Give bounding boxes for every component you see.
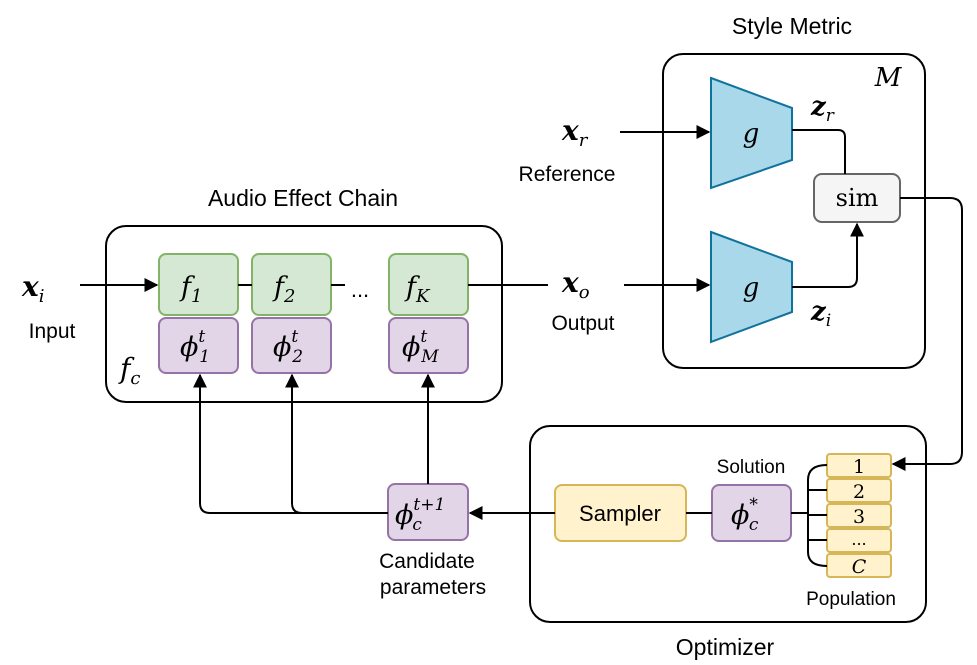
f-c-label: fc xyxy=(118,352,140,389)
effect-chain-container xyxy=(105,225,503,403)
effects-ellipsis: ... xyxy=(351,277,369,302)
x-i-label: xi xyxy=(21,270,44,307)
output-label: Output xyxy=(551,312,614,335)
param-block-m xyxy=(388,317,469,374)
style-metric-title: Style Metric xyxy=(732,13,852,39)
population-bracket xyxy=(791,464,828,567)
reference-label: Reference xyxy=(519,163,616,186)
population-item-label: 2 xyxy=(853,481,865,503)
solution-label: Solution xyxy=(717,457,786,478)
sim-label: sim xyxy=(836,184,879,212)
x-r-label: xr xyxy=(561,114,589,151)
param-block-2 xyxy=(251,317,332,374)
population-label: Population xyxy=(806,589,896,610)
population-item-label: C xyxy=(852,556,867,578)
input-label: Input xyxy=(29,320,76,343)
z-i-label: zi xyxy=(810,297,831,331)
x-o-label: xo xyxy=(561,266,590,303)
z-r-label: zr xyxy=(810,92,835,126)
metric-symbol: M xyxy=(874,63,903,93)
encoder-top-label: g xyxy=(743,119,760,149)
effect-chain-title: Audio Effect Chain xyxy=(208,185,398,211)
optimizer-title: Optimizer xyxy=(676,634,775,660)
population-item-label: ... xyxy=(851,530,866,549)
connections xyxy=(80,125,963,520)
optimizer-container xyxy=(529,425,927,623)
population-item-label: 1 xyxy=(853,456,865,478)
population-stack: 1 2 3 ... C xyxy=(826,453,892,578)
style-metric-container xyxy=(662,53,926,369)
candidate-label-line1: Candidate xyxy=(379,550,475,573)
population-item-label: 3 xyxy=(853,506,865,528)
solution-param-label: ϕ*c xyxy=(731,495,759,535)
encoder-top xyxy=(710,76,793,190)
param-block-1 xyxy=(158,317,239,374)
encoder-bottom-label: g xyxy=(743,273,760,303)
sampler-label: Sampler xyxy=(579,501,661,526)
encoder-bottom xyxy=(710,230,793,344)
candidate-label-line2: parameters xyxy=(380,576,486,599)
